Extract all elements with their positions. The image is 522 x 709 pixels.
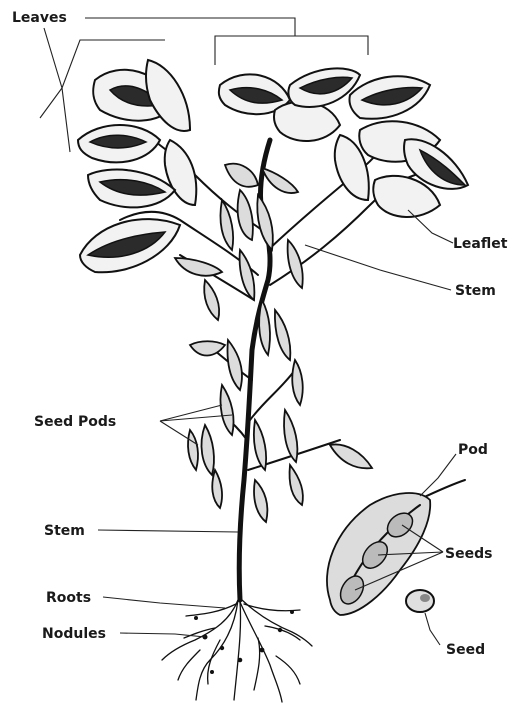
label-nodules: Nodules xyxy=(42,626,106,642)
label-seeds: Seeds xyxy=(445,546,492,562)
label-leaves: Leaves xyxy=(12,10,67,26)
label-roots: Roots xyxy=(46,590,91,606)
label-seed-pods: Seed Pods xyxy=(34,414,116,430)
label-leaflet: Leaflet xyxy=(453,236,508,252)
single-seed xyxy=(406,590,434,612)
label-stem-lower: Stem xyxy=(44,523,85,539)
label-pod: Pod xyxy=(458,442,488,458)
label-seed: Seed xyxy=(446,642,485,658)
root-system xyxy=(162,600,312,702)
seed-pods-on-plant xyxy=(175,164,372,522)
label-stem-upper: Stem xyxy=(455,283,496,299)
